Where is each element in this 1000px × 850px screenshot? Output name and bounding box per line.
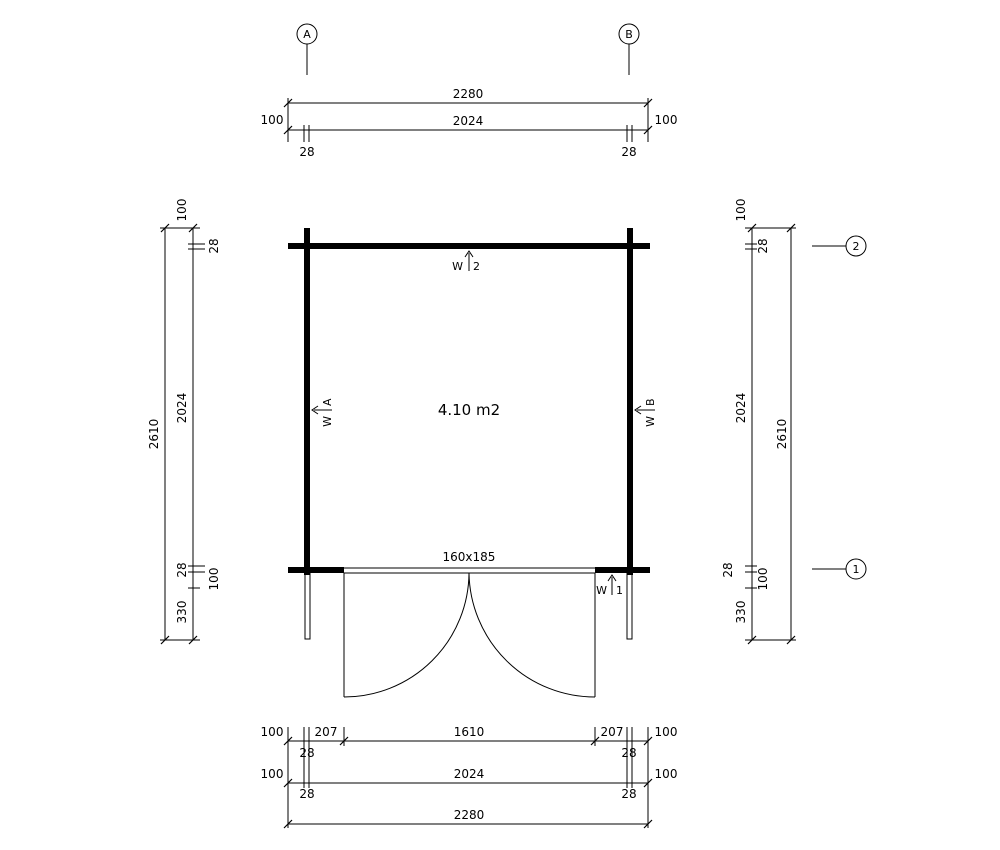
double-door: 160x185 <box>343 550 596 698</box>
wall-tag-1: W 1 <box>596 574 623 597</box>
wall-tag-1-letter: W <box>596 584 607 597</box>
bottom-row1-left-side-dimension: 207 <box>315 725 338 739</box>
right-top-wall-dimension: 28 <box>756 238 770 253</box>
top-right-wall-dimension: 28 <box>621 145 636 159</box>
left-top-wall-dimension: 28 <box>207 238 221 253</box>
bottom-overall-dimension: 2280 <box>454 808 485 822</box>
bottom-dimension-chain: 100 207 1610 207 100 28 28 100 2024 100 … <box>261 725 678 829</box>
cabin-walls <box>288 228 650 640</box>
right-inner-dimension: 2024 <box>734 393 748 424</box>
bottom-row2-left-wall-dimension: 28 <box>299 787 314 801</box>
bottom-row1-right-side-dimension: 207 <box>601 725 624 739</box>
wall-tag-2-number: 2 <box>473 260 480 273</box>
left-dimension-chain: 100 28 2024 2610 28 100 330 <box>147 199 221 645</box>
wall-tag-b: W B <box>634 398 657 427</box>
wall-tag-b-letter: W <box>644 416 657 427</box>
bottom-row1-right-wall-dimension: 28 <box>621 746 636 760</box>
bottom-row1-opening-dimension: 1610 <box>454 725 485 739</box>
door-swing-right <box>468 572 596 698</box>
left-inner-dimension: 2024 <box>175 393 189 424</box>
right-overall-dimension: 2610 <box>775 419 789 450</box>
top-left-overhang-dimension: 100 <box>261 113 284 127</box>
left-bottom-wall-dimension: 28 <box>175 562 189 577</box>
bottom-row2-right-wall-dimension: 28 <box>621 787 636 801</box>
right-bottom-wall-dimension: 28 <box>721 562 735 577</box>
door-swing-left <box>343 572 470 698</box>
wall-tag-a: W A <box>311 398 334 427</box>
wall-tag-b-number: B <box>644 398 657 406</box>
left-top-overhang-dimension: 100 <box>175 199 189 222</box>
top-left-wall-dimension: 28 <box>299 145 314 159</box>
porch-post-right <box>626 572 633 640</box>
bottom-row1-right-overhang-dimension: 100 <box>655 725 678 739</box>
wall-tag-1-number: 1 <box>616 584 623 597</box>
grid-axis-2: 2 <box>812 235 867 257</box>
grid-axis-a: A <box>296 23 318 75</box>
left-porch-dimension: 330 <box>175 601 189 624</box>
top-overall-dimension: 2280 <box>453 87 484 101</box>
porch-post-left <box>304 572 311 640</box>
top-dimension-chain: 2280 2024 100 100 28 28 <box>261 87 678 159</box>
bottom-row1-left-overhang-dimension: 100 <box>261 725 284 739</box>
right-dimension-chain: 100 28 2024 2610 28 100 330 <box>721 199 796 645</box>
wall-tag-a-letter: W <box>321 416 334 427</box>
left-bottom-overhang-dimension: 100 <box>207 568 221 591</box>
top-inner-dimension: 2024 <box>453 114 484 128</box>
left-overall-dimension: 2610 <box>147 419 161 450</box>
grid-axis-b: B <box>618 23 640 75</box>
bottom-row1-left-wall-dimension: 28 <box>299 746 314 760</box>
grid-axis-1: 1 <box>812 558 867 580</box>
bottom-row2-right-overhang-dimension: 100 <box>655 767 678 781</box>
wall-tag-a-number: A <box>321 398 334 406</box>
top-right-overhang-dimension: 100 <box>655 113 678 127</box>
right-bottom-overhang-dimension: 100 <box>756 568 770 591</box>
wall-tag-2: W 2 <box>452 250 480 273</box>
grid-axis-2-label: 2 <box>853 240 860 253</box>
grid-axis-1-label: 1 <box>853 563 860 576</box>
bottom-row2-inner-dimension: 2024 <box>454 767 485 781</box>
grid-axis-b-label: B <box>625 28 633 41</box>
grid-axis-a-label: A <box>303 28 311 41</box>
right-porch-dimension: 330 <box>734 601 748 624</box>
right-top-overhang-dimension: 100 <box>734 199 748 222</box>
door-size-label: 160x185 <box>443 550 496 564</box>
bottom-row2-left-overhang-dimension: 100 <box>261 767 284 781</box>
wall-tag-2-letter: W <box>452 260 463 273</box>
room-area-label: 4.10 m2 <box>438 401 500 419</box>
